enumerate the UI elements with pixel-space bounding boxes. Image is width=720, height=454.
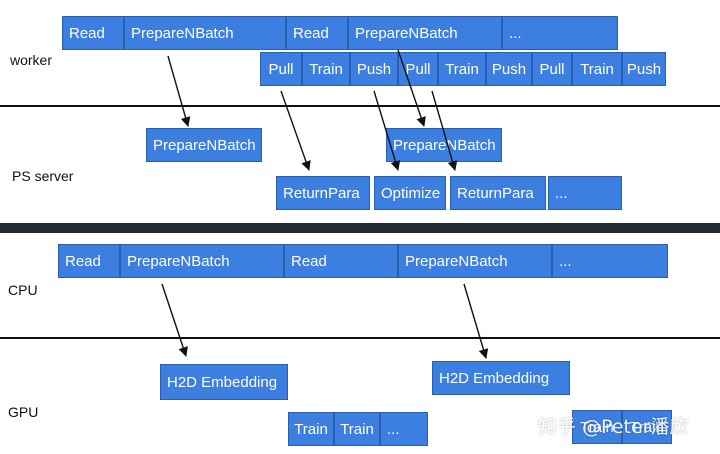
worker-preparenbatch-box: PrepareNBatch: [348, 16, 502, 50]
gpu-train-box: Train: [622, 410, 672, 444]
worker-preparenbatch-box: PrepareNBatch: [124, 16, 286, 50]
worker-label: worker: [10, 52, 53, 68]
cpu-preparenbatch-box: PrepareNBatch: [120, 244, 284, 278]
arrow-cpu-to-h2d: [161, 283, 188, 357]
worker-push-box: Push: [350, 52, 398, 86]
gpu-label: GPU: [8, 404, 39, 420]
section-divider: [0, 223, 720, 233]
arrow-prepare-to-ps: [397, 49, 426, 127]
cpu-read-box: Read: [58, 244, 120, 278]
worker-read-box: Read: [62, 16, 124, 50]
arrow-pull-to-returnpara: [280, 90, 311, 171]
cpu-preparenbatch-box: PrepareNBatch: [398, 244, 552, 278]
cpu-ellipsis-box: ...: [552, 244, 668, 278]
arrow-pull-to-returnpara: [431, 90, 458, 171]
gpu-h2d-embedding-box: H2D Embedding: [160, 364, 288, 400]
watermark-text: 知乎 @Peter潘欣: [538, 416, 689, 438]
gpu-h2d-embedding-box: H2D Embedding: [432, 361, 570, 395]
worker-pull-box: Pull: [260, 52, 302, 86]
gpu-train-box: Train: [288, 412, 334, 446]
ps-returnpara-box: ReturnPara: [276, 176, 370, 210]
cpu-label: CPU: [8, 282, 38, 298]
worker-train-box: Train: [438, 52, 486, 86]
gpu-train-box: Train: [334, 412, 380, 446]
worker-pull-box: Pull: [398, 52, 438, 86]
worker-train-box: Train: [572, 52, 622, 86]
worker-read-box: Read: [286, 16, 348, 50]
worker-push-box: Push: [622, 52, 666, 86]
ps-preparenbatch-box: PrepareNBatch: [146, 128, 262, 162]
worker-pull-box: Pull: [532, 52, 572, 86]
ps-optimize-box: Optimize: [374, 176, 446, 210]
ps-ellipsis-box: ...: [548, 176, 622, 210]
ps-server-label: PS server: [12, 168, 74, 184]
worker-ps-divider: [0, 105, 720, 107]
gpu-ellipsis-box: ...: [380, 412, 428, 446]
cpu-read-box: Read: [284, 244, 398, 278]
ps-returnpara-box: ReturnPara: [450, 176, 546, 210]
worker-push-box: Push: [486, 52, 532, 86]
cpu-gpu-divider: [0, 337, 720, 339]
arrow-prepare-to-ps: [167, 55, 191, 127]
worker-train-box: Train: [302, 52, 350, 86]
arrow-cpu-to-h2d: [463, 283, 489, 359]
worker-ellipsis-box: ...: [502, 16, 618, 50]
arrow-push-to-optimize: [373, 90, 401, 171]
gpu-train-box: Train: [572, 410, 622, 444]
